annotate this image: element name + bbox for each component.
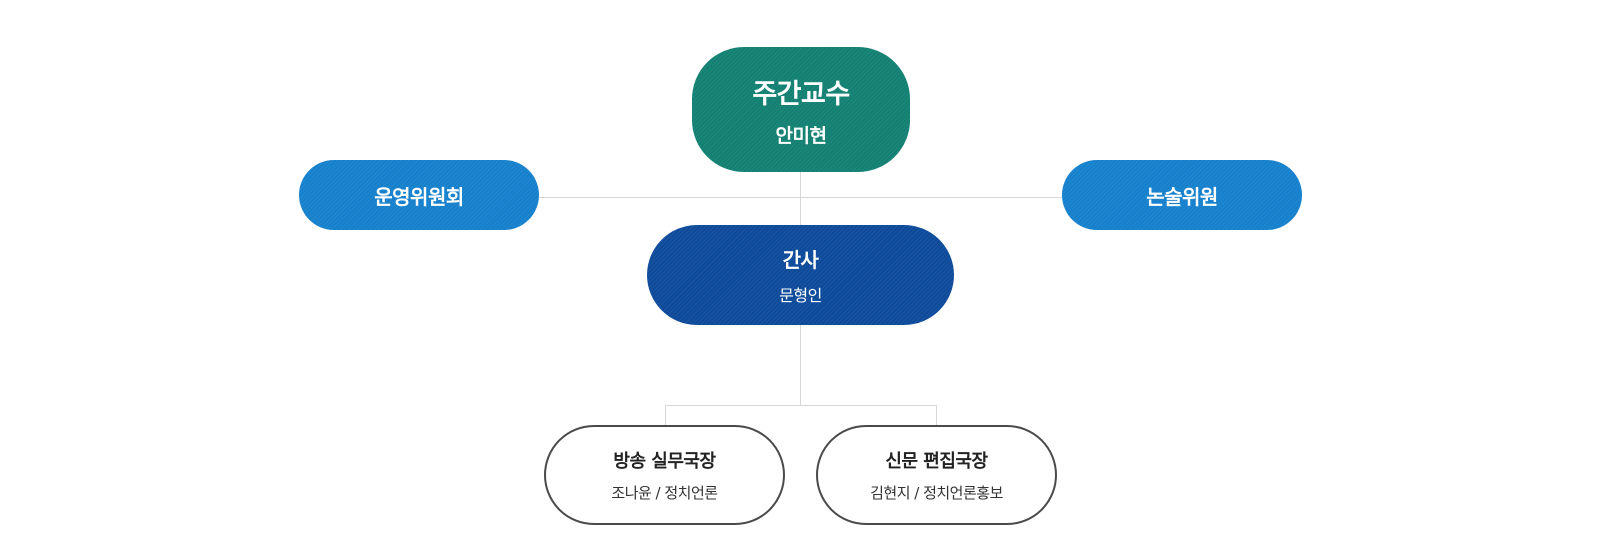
connector-horizontal-committees: [539, 197, 1062, 198]
node-essay: 논술위원: [1062, 160, 1302, 230]
node-broadcast-name: 조나윤 / 정치언론: [611, 484, 718, 502]
node-broadcast: 방송 실무국장 조나윤 / 정치언론: [544, 425, 785, 525]
connector-bottom-horizontal: [665, 405, 937, 406]
connector-professor-secretary: [800, 172, 801, 225]
node-professor: 주간교수 안미현: [692, 47, 910, 172]
node-secretary-name: 문형인: [779, 286, 822, 305]
connector-to-newspaper: [936, 405, 937, 425]
node-newspaper: 신문 편집국장 김현지 / 정치언론홍보: [816, 425, 1057, 525]
node-committee: 운영위원회: [299, 160, 539, 230]
node-essay-title: 논술위원: [1146, 184, 1218, 209]
node-secretary: 간사 문형인: [647, 225, 954, 325]
node-newspaper-name: 김현지 / 정치언론홍보: [870, 484, 1003, 502]
node-committee-title: 운영위원회: [374, 184, 464, 209]
node-broadcast-title: 방송 실무국장: [613, 451, 716, 472]
node-professor-name: 안미현: [775, 124, 827, 147]
connector-to-broadcast: [665, 405, 666, 425]
connector-secretary-down: [800, 325, 801, 405]
node-secretary-title: 간사: [782, 248, 819, 272]
node-professor-title: 주간교수: [752, 78, 850, 110]
node-newspaper-title: 신문 편집국장: [885, 451, 988, 472]
